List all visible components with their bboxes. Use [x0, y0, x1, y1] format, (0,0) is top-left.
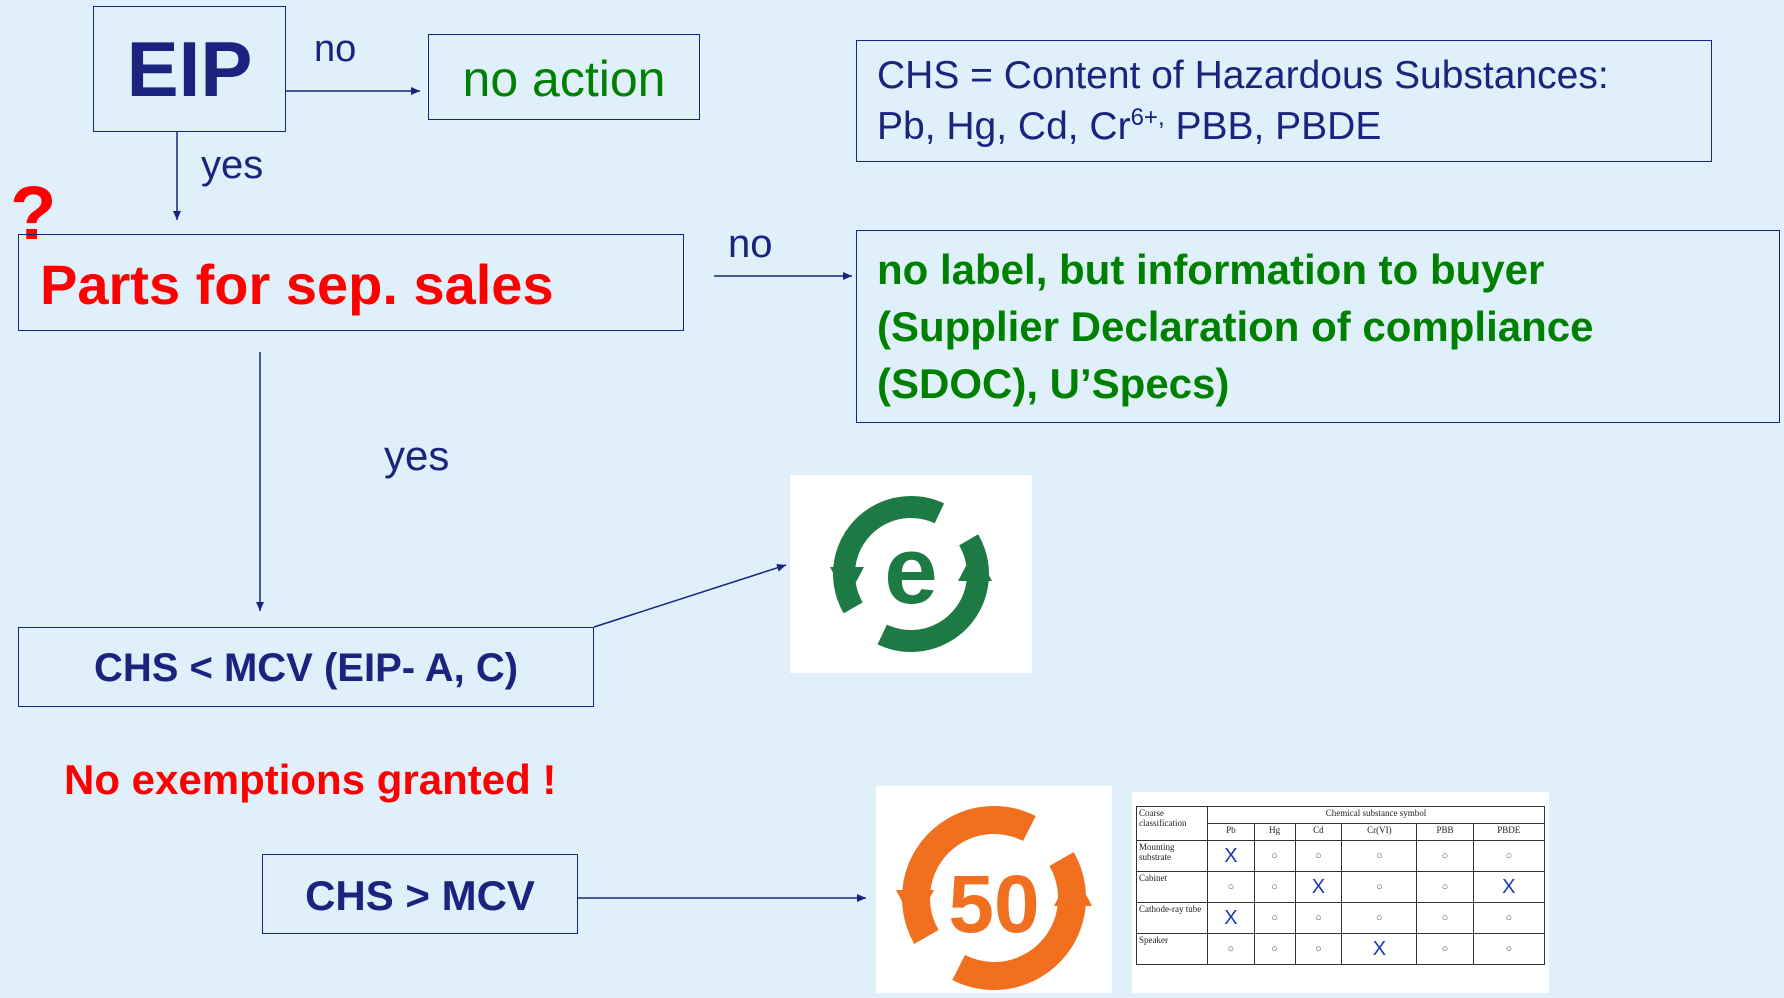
table-row-label: Cathode-ray tube — [1136, 902, 1208, 934]
eip-box — [93, 6, 286, 132]
fifty-recycle-icon: 50 — [896, 806, 1092, 990]
no-exemptions-text: No exemptions granted ! — [64, 756, 557, 803]
label-no-eip: no — [314, 28, 357, 70]
table-group-header: Chemical substance symbol — [1207, 806, 1545, 824]
table-row-label: Speaker — [1136, 933, 1208, 965]
table-cell: ○ — [1341, 902, 1418, 934]
table-cell: ○ — [1416, 871, 1474, 903]
table-cell: ○ — [1472, 902, 1546, 934]
label-yes-eip: yes — [201, 143, 264, 187]
no-action-box — [428, 34, 700, 120]
parts-box — [18, 234, 684, 331]
table-cell: X — [1207, 840, 1255, 872]
info-line-3: (SDOC), U’Specs) — [877, 360, 1230, 407]
table-column-header: Hg — [1253, 823, 1296, 841]
chs-definition-box — [856, 40, 1712, 162]
table-cell: ○ — [1253, 902, 1296, 934]
table-cell: ○ — [1294, 933, 1343, 965]
fifty-logo-text: 50 — [948, 859, 1039, 950]
parts-label: Parts for sep. sales — [40, 253, 554, 316]
chs-less-mcv-label: CHS < MCV (EIP- A, C) — [93, 646, 519, 690]
question-mark: ? — [10, 171, 57, 256]
table-cell: ○ — [1253, 871, 1296, 903]
chs-greater-mcv-label: CHS > MCV — [305, 872, 535, 919]
eip-label: EIP — [126, 25, 253, 113]
table-cell: ○ — [1416, 933, 1474, 965]
table-cell: ○ — [1416, 902, 1474, 934]
table-column-header: Pb — [1207, 823, 1255, 841]
info-line-2: (Supplier Declaration of compliance — [877, 303, 1594, 350]
table-cell: ○ — [1341, 840, 1418, 872]
chs-greater-mcv-box — [262, 854, 578, 934]
table-column-header: Cd — [1294, 823, 1343, 841]
chs-definition-superscript: 6+, — [1130, 104, 1165, 131]
table-cell: ○ — [1253, 933, 1296, 965]
chs-definition-line2: Pb, Hg, Cd, Cr6+, PBB, PBDE — [877, 104, 1381, 149]
e-logo-image: e — [790, 475, 1032, 673]
chs-definition-line2-pre: Pb, Hg, Cd, Cr — [877, 105, 1131, 148]
table-cell: ○ — [1207, 871, 1255, 903]
chs-definition-line2-post: PBB, PBDE — [1164, 105, 1382, 148]
e-logo-letter: e — [884, 517, 937, 624]
no-action-label: no action — [462, 51, 666, 107]
table-cell: ○ — [1207, 933, 1255, 965]
table-corner-header: Coarse classification — [1136, 806, 1208, 841]
table-column-header: PBB — [1416, 823, 1474, 841]
label-yes-parts: yes — [384, 432, 450, 479]
table-cell: ○ — [1294, 840, 1343, 872]
table-column-header: PBDE — [1472, 823, 1546, 841]
table-cell: X — [1207, 902, 1255, 934]
info-line-1: no label, but information to buyer — [877, 246, 1545, 293]
table-cell: ○ — [1416, 840, 1474, 872]
arrow-chs-lt-logo — [593, 563, 787, 628]
table-cell: X — [1341, 933, 1418, 965]
e-recycle-icon: e — [830, 496, 992, 652]
table-cell: X — [1294, 871, 1343, 903]
info-box — [856, 230, 1780, 423]
table-row-label: Cabinet — [1136, 871, 1208, 903]
fifty-logo-image: 50 — [876, 786, 1112, 993]
chs-less-mcv-box — [18, 627, 594, 707]
table-row: Cabinet○○X○○X — [1136, 871, 1546, 903]
table-cell: ○ — [1341, 871, 1418, 903]
table-cell: ○ — [1253, 840, 1296, 872]
chs-definition-line1: CHS = Content of Hazardous Substances: — [877, 54, 1609, 97]
substance-table: Coarse classification Chemical substance… — [1136, 806, 1546, 965]
table-cell: X — [1472, 871, 1546, 903]
table-cell: ○ — [1472, 840, 1546, 872]
table-row: Speaker○○○X○○ — [1136, 933, 1546, 965]
table-row-label: Mounting substrate — [1136, 840, 1208, 872]
table-cell: ○ — [1294, 902, 1343, 934]
table-cell: ○ — [1472, 933, 1546, 965]
table-column-header: Cr(VI) — [1341, 823, 1418, 841]
label-no-parts: no — [728, 222, 773, 266]
